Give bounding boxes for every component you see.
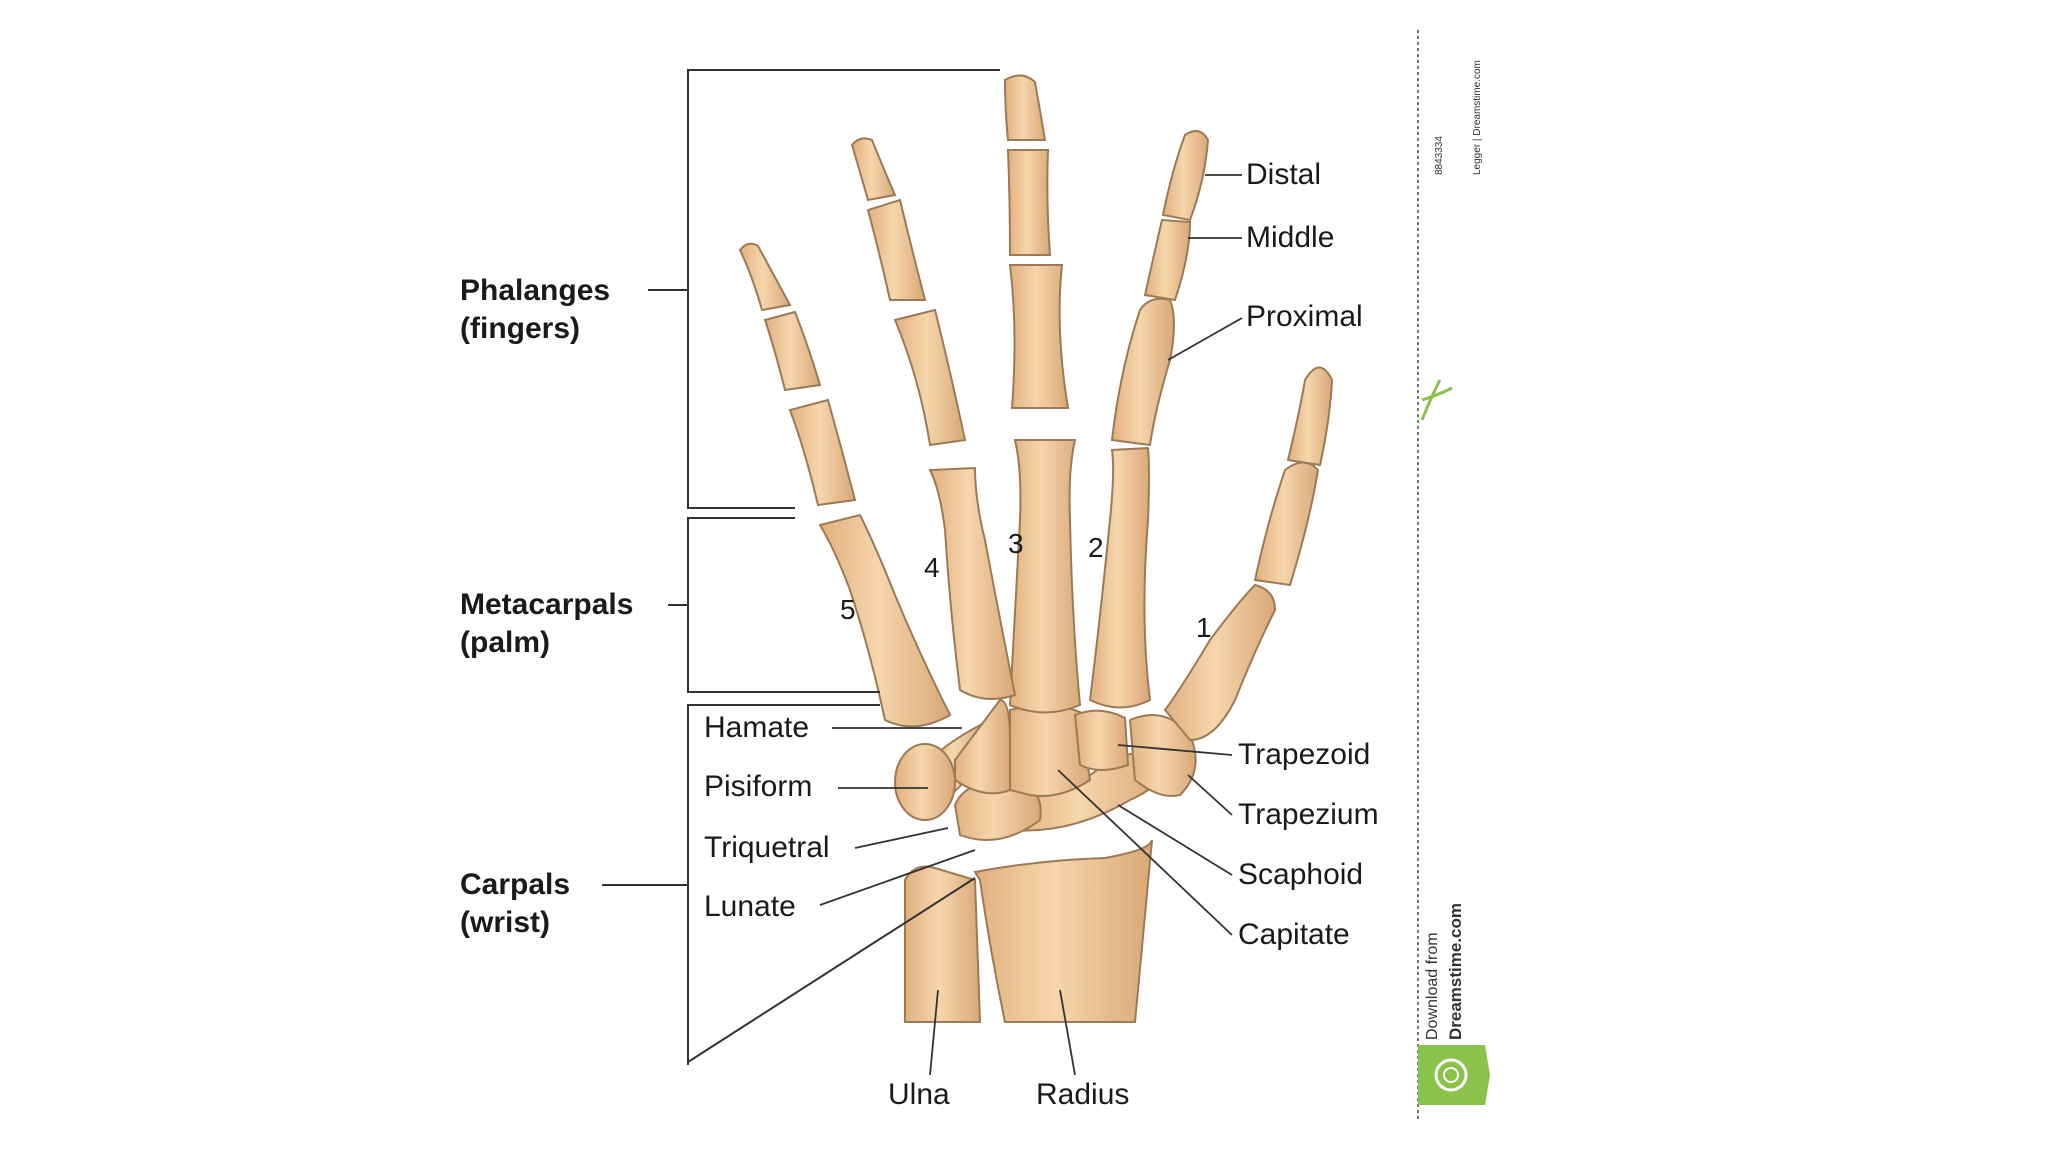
watermark-download-line1: Download from: [1424, 932, 1441, 1040]
digit-number-5: 5: [840, 594, 856, 625]
digit-number-1: 1: [1196, 612, 1212, 643]
digit-3-bones: [1003, 74, 1082, 714]
scissors-icon: [1420, 379, 1453, 421]
radius-label: Radius: [1036, 1078, 1130, 1111]
hamate-label: Hamate: [704, 711, 810, 744]
phalanges-title: Phalanges: [460, 274, 611, 307]
trapezium-bone: [1128, 714, 1197, 797]
pisiform-bone: [894, 743, 956, 821]
ulna-bone: [904, 865, 982, 1023]
carpals-group-label: Carpals (wrist): [460, 866, 570, 942]
lunate-label: Lunate: [704, 890, 796, 923]
digit-2-bones: [1088, 130, 1210, 709]
digit-number-3: 3: [1008, 528, 1024, 559]
digit-4-bones: [850, 137, 1017, 700]
distal-label: Distal: [1246, 158, 1322, 191]
carpal-bones: [894, 698, 1197, 841]
middle-label: Middle: [1246, 221, 1335, 254]
trapezium-label: Trapezium: [1238, 798, 1379, 831]
proximal-label: Proximal: [1246, 300, 1363, 333]
bracket-lines: [602, 69, 1000, 1065]
leader-lines: [819, 174, 1243, 1076]
trapezoid-bone: [1073, 709, 1130, 771]
metacarpals-title: Metacarpals: [460, 588, 634, 621]
watermark-credit: Legger | Dreamstime.com: [1472, 60, 1483, 175]
watermark-download-line2: Dreamstime.com: [1446, 902, 1465, 1040]
watermark-image-id: 8843334: [1434, 136, 1445, 175]
watermark-download-text: Download from: [1424, 932, 1442, 1040]
phalanges-group-label: Phalanges (fingers): [460, 272, 610, 348]
dreamstime-logo-icon: [1418, 1045, 1490, 1105]
carpals-title: Carpals: [460, 868, 571, 901]
ulna-label: Ulna: [888, 1078, 950, 1111]
digit-1-bones: [1163, 366, 1334, 742]
pisiform-label: Pisiform: [704, 770, 813, 803]
capitate-label: Capitate: [1238, 918, 1350, 951]
phalanges-subtitle: (fingers): [460, 312, 580, 345]
watermark-site-text: Dreamstime.com: [1446, 903, 1466, 1040]
radius-bone: [973, 839, 1153, 1023]
digit-5-bones: [738, 242, 952, 728]
digit-number-4: 4: [924, 552, 940, 583]
digit-number-2: 2: [1088, 532, 1104, 563]
triquetral-label: Triquetral: [704, 831, 830, 864]
watermark-credit-text: Legger | Dreamstime.com: [1472, 60, 1483, 175]
metacarpals-group-label: Metacarpals (palm): [460, 586, 633, 662]
watermark-id-text: 8843334: [1434, 136, 1445, 175]
scaphoid-label: Scaphoid: [1238, 858, 1364, 891]
metacarpals-subtitle: (palm): [460, 626, 550, 659]
carpals-subtitle: (wrist): [460, 906, 550, 939]
trapezoid-label: Trapezoid: [1238, 738, 1371, 771]
